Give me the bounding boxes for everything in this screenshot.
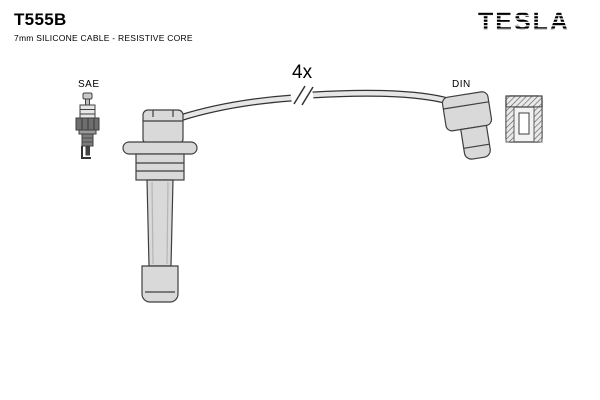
- din-terminal-drawing: [505, 95, 543, 143]
- spark-plug-drawing: [75, 92, 100, 159]
- cable-break-icon: [289, 84, 315, 108]
- brand-logo-text: TESLA: [478, 8, 570, 36]
- sae-label: SAE: [78, 79, 100, 90]
- brand-logo: TESLA: [478, 8, 570, 36]
- din-label: DIN: [452, 79, 471, 90]
- product-description: 7mm SILICONE CABLE - RESISTIVE CORE: [14, 33, 193, 43]
- part-number: T555B: [14, 10, 67, 29]
- right-connector-drawing: [441, 91, 493, 160]
- boot-drawing: [122, 109, 198, 303]
- quantity-label: 4x: [292, 62, 313, 83]
- cable-drawing: [178, 84, 449, 122]
